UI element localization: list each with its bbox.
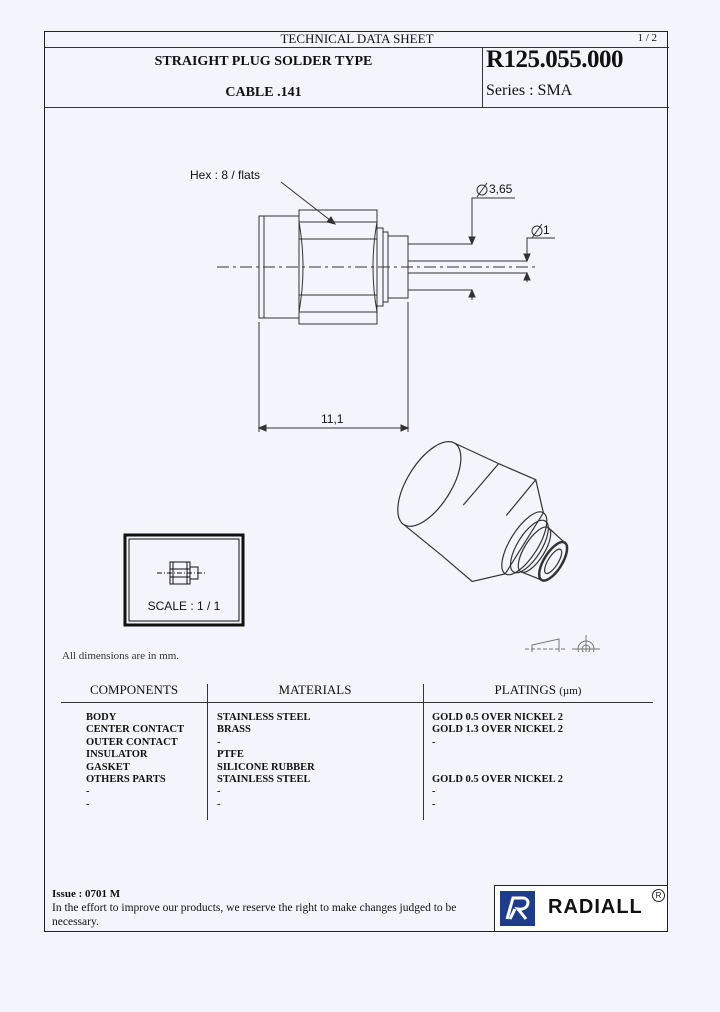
table-col-divider-2 [423,684,424,820]
list-item: OTHERS PARTS [86,774,166,786]
platings-column: GOLD 0.5 OVER NICKEL 2 GOLD 1.3 OVER NIC… [432,712,563,811]
units-note: All dimensions are in mm. [62,650,180,662]
header-divider-bottom [45,107,669,108]
list-item: GOLD 0.5 OVER NICKEL 2 [432,774,563,786]
series-label: Series : SMA [486,82,573,99]
header-components: COMPONENTS [89,682,179,697]
connector-drawing [123,181,600,652]
list-item: OUTER CONTACT [86,736,178,748]
list-item: BRASS [217,724,251,736]
data-sheet: TECHNICAL DATA SHEET 1 / 2 STRAIGHT PLUG… [44,31,669,932]
disclaimer: In the effort to improve our products, w… [52,902,457,928]
list-item: - [217,736,221,748]
list-item: GOLD 0.5 OVER NICKEL 2 [432,712,563,723]
list-item [432,749,563,761]
list-item: - [432,786,436,798]
length-label: 11,1 [321,412,344,426]
table-rule-top [61,702,653,703]
list-item: INSULATOR [86,749,148,761]
table-col-divider-1 [207,684,208,820]
list-item: - [217,786,221,798]
issue-label: Issue : 0701 M [52,888,121,900]
scale-label: SCALE : 1 / 1 [147,599,221,613]
list-item: GOLD 1.3 OVER NICKEL 2 [432,724,563,736]
list-item: STAINLESS STEEL [217,712,311,723]
list-item: CENTER CONTACT [86,724,185,736]
registered-mark: R [652,889,665,902]
list-item: - [86,786,90,798]
list-item: SILICONE RUBBER [217,761,315,773]
hex-label: Hex : 8 / flats [190,168,261,182]
cable-type: CABLE .141 [225,85,302,100]
list-item: STAINLESS STEEL [217,774,311,786]
dia-outer-label: 3,65 [489,182,513,196]
doc-type: TECHNICAL DATA SHEET [280,31,434,46]
header-divider-vertical [482,47,483,107]
radiall-emblem-icon [500,891,535,926]
list-item: - [432,798,436,810]
list-item: - [432,736,436,748]
list-item: - [217,798,221,810]
list-item: - [86,798,90,810]
header-platings: PLATINGS (µm) [423,682,653,698]
list-item: GASKET [86,761,130,773]
list-item: BODY [86,712,117,723]
radiall-logo: RADIALL R [494,885,668,932]
dia-inner-label: 1 [543,223,550,237]
header-materials: MATERIALS [278,682,352,697]
header-divider-top [45,47,669,48]
platings-unit: (µm) [559,685,582,697]
brand-name: RADIALL [548,896,643,918]
product-title: STRAIGHT PLUG SOLDER TYPE [154,54,373,69]
list-item: PTFE [217,749,244,761]
platings-label: PLATINGS [494,682,556,697]
list-item [432,762,563,774]
components-column: BODY CENTER CONTACT OUTER CONTACT INSULA… [86,712,184,811]
part-number: R125.055.000 [486,46,624,73]
materials-column: STAINLESS STEEL BRASS - PTFE SILICONE RU… [217,712,315,811]
registered-letter: R [655,891,662,900]
page-number: 1 / 2 [637,32,657,44]
